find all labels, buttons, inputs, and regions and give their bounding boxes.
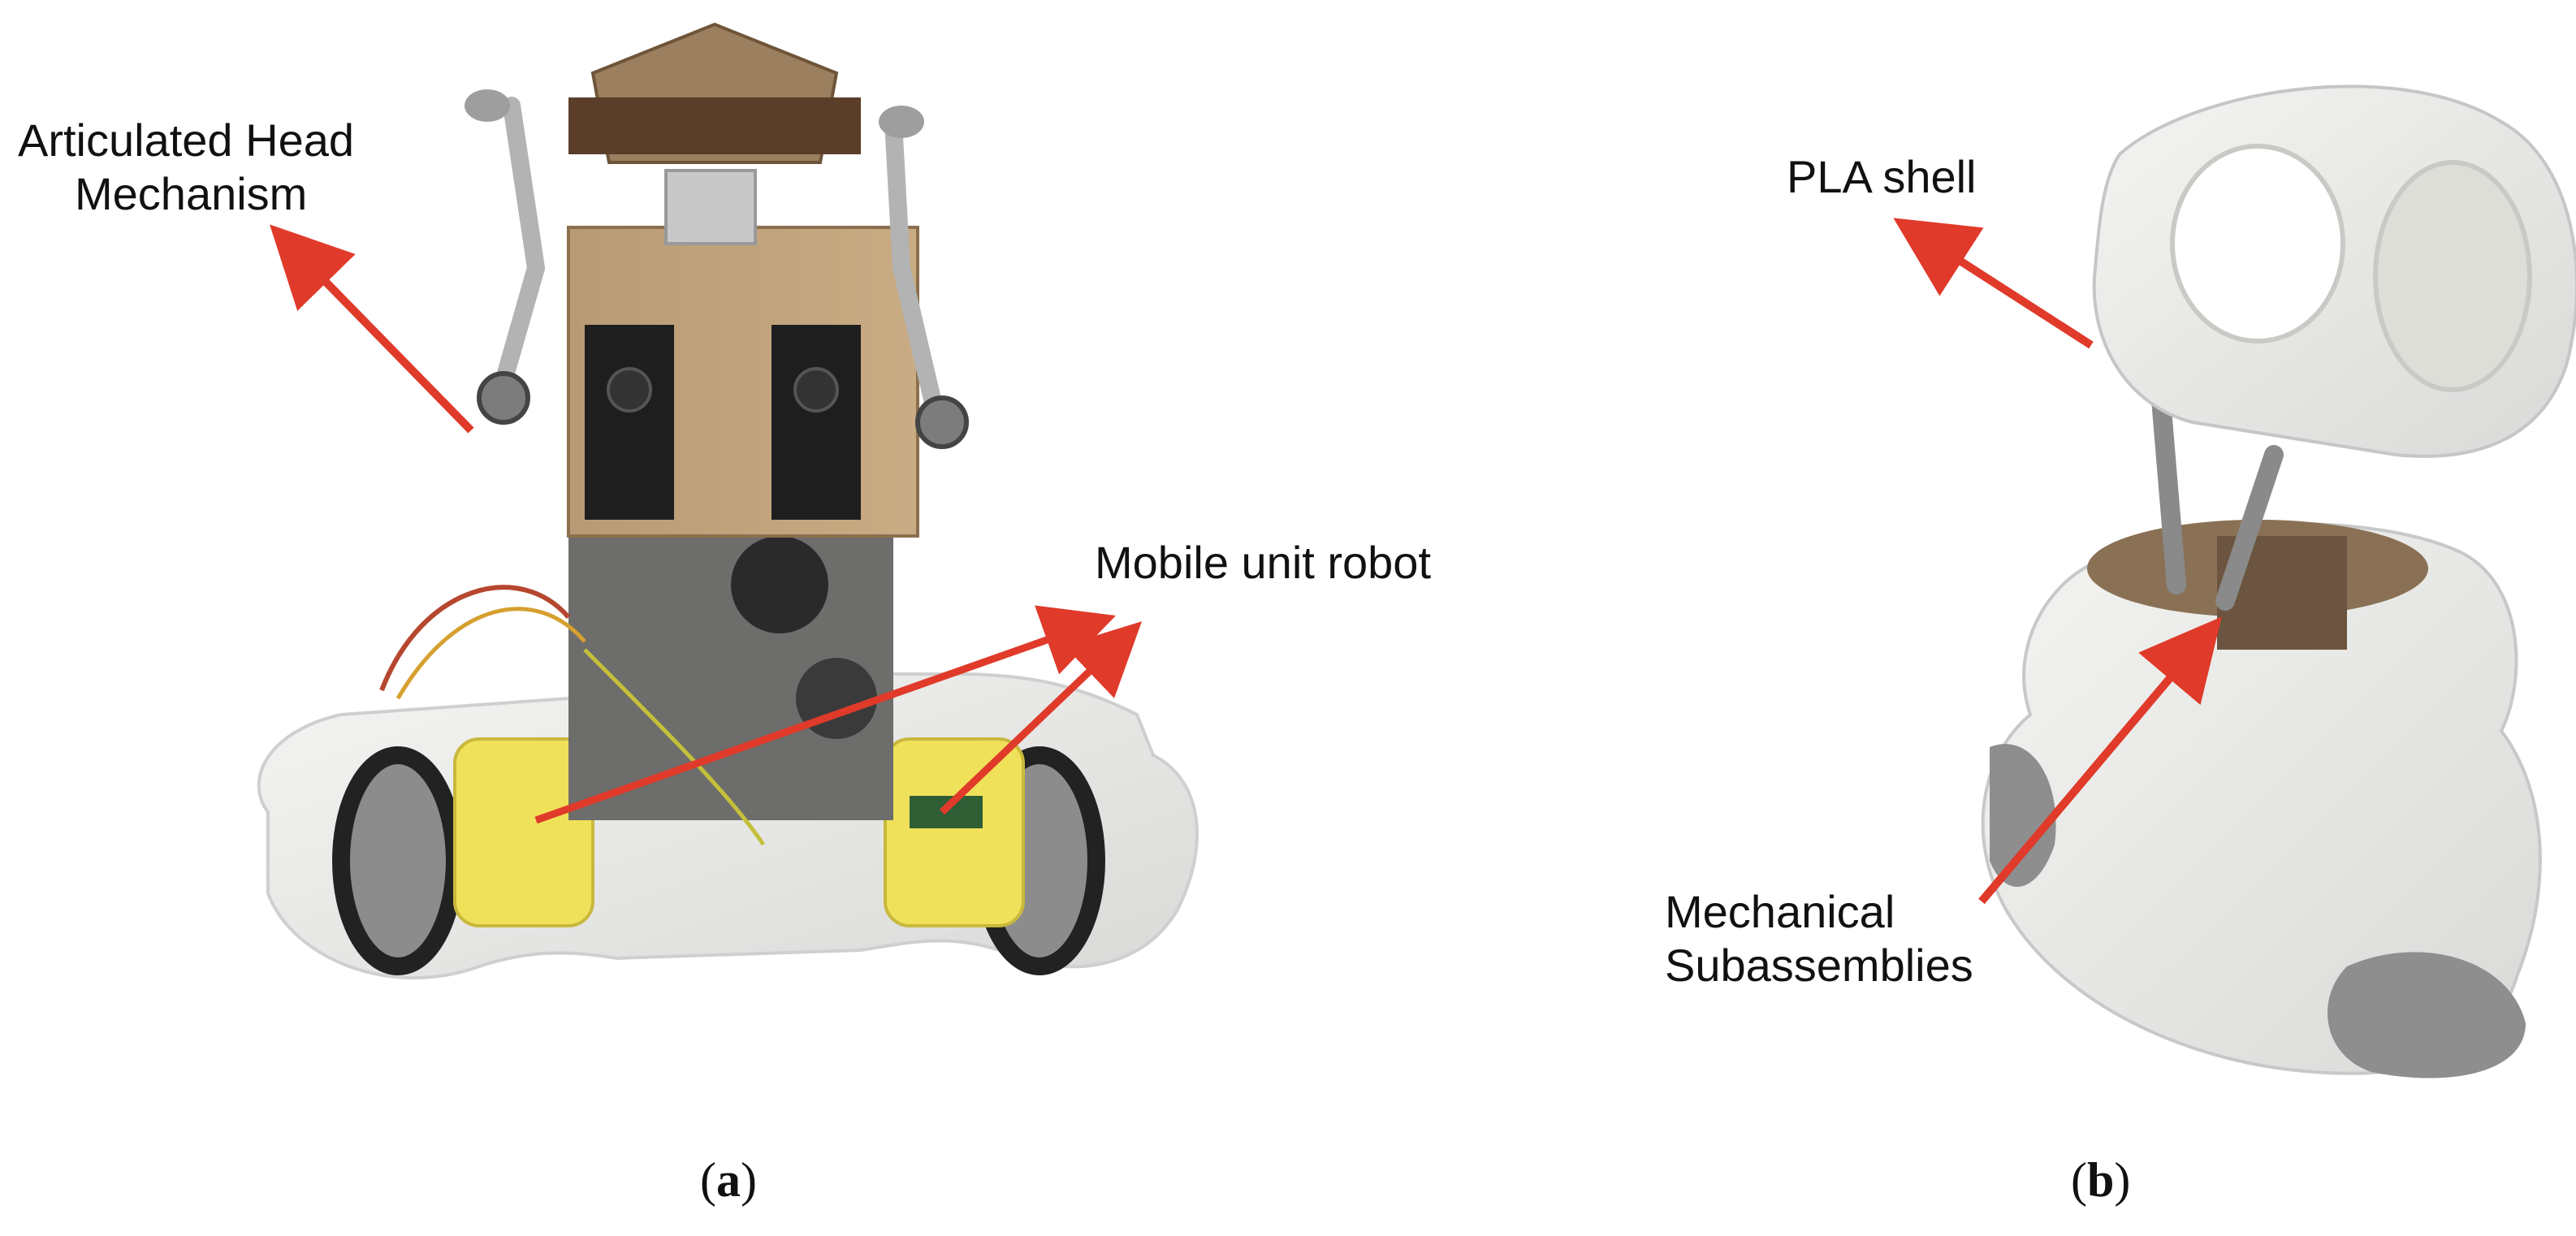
right-rod [884,113,943,415]
label-head-line1: Articulated Head [18,115,355,166]
label-pla-shell-text: PLA shell [1787,151,1977,202]
caption-b-letter: b [2086,1153,2115,1207]
label-mechanical-subassemblies: Mechanical Subassemblies [1665,885,1973,992]
head-eye-left [2170,144,2345,344]
left-wheel [332,746,464,975]
left-servo [585,325,674,520]
arrow-head-mechanism [270,224,474,434]
caption-a-letter: a [715,1153,741,1207]
right-foot [2327,952,2526,1078]
caption-a: (a) [700,1152,757,1208]
right-motor [884,737,1025,927]
label-head-line2: Mechanism [75,168,308,219]
label-mech-line2: Subassemblies [1665,940,1973,991]
label-mech-line1: Mechanical [1665,886,1895,937]
right-servo [772,325,861,520]
arrow-mobile-unit-right [939,621,1143,815]
label-mobile-unit-robot: Mobile unit robot [1095,536,1431,590]
label-mobile-unit-text: Mobile unit robot [1095,537,1432,588]
label-pla-shell: PLA shell [1787,150,1977,204]
caption-b-open: ( [2071,1153,2087,1207]
caption-a-close: ) [740,1153,757,1207]
annotation-arrows [270,218,2222,905]
left-foot [1990,744,2056,888]
caption-a-open: ( [700,1153,716,1207]
caption-b: (b) [2071,1152,2130,1208]
photo-b-pla-shell-robot [1981,84,2576,1078]
left-rod [495,97,546,391]
label-articulated-head-mechanism: Articulated Head Mechanism [18,114,354,221]
caption-b-close: ) [2114,1153,2131,1207]
arrow-mobile-unit-left [534,605,1116,824]
arrow-pla-shell [1893,218,2094,349]
head-eye-right [2373,160,2532,392]
arrow-mechanical-subassemblies [1978,616,2222,905]
photo-a-robot-skeleton [257,22,1199,979]
left-motor [453,737,594,927]
